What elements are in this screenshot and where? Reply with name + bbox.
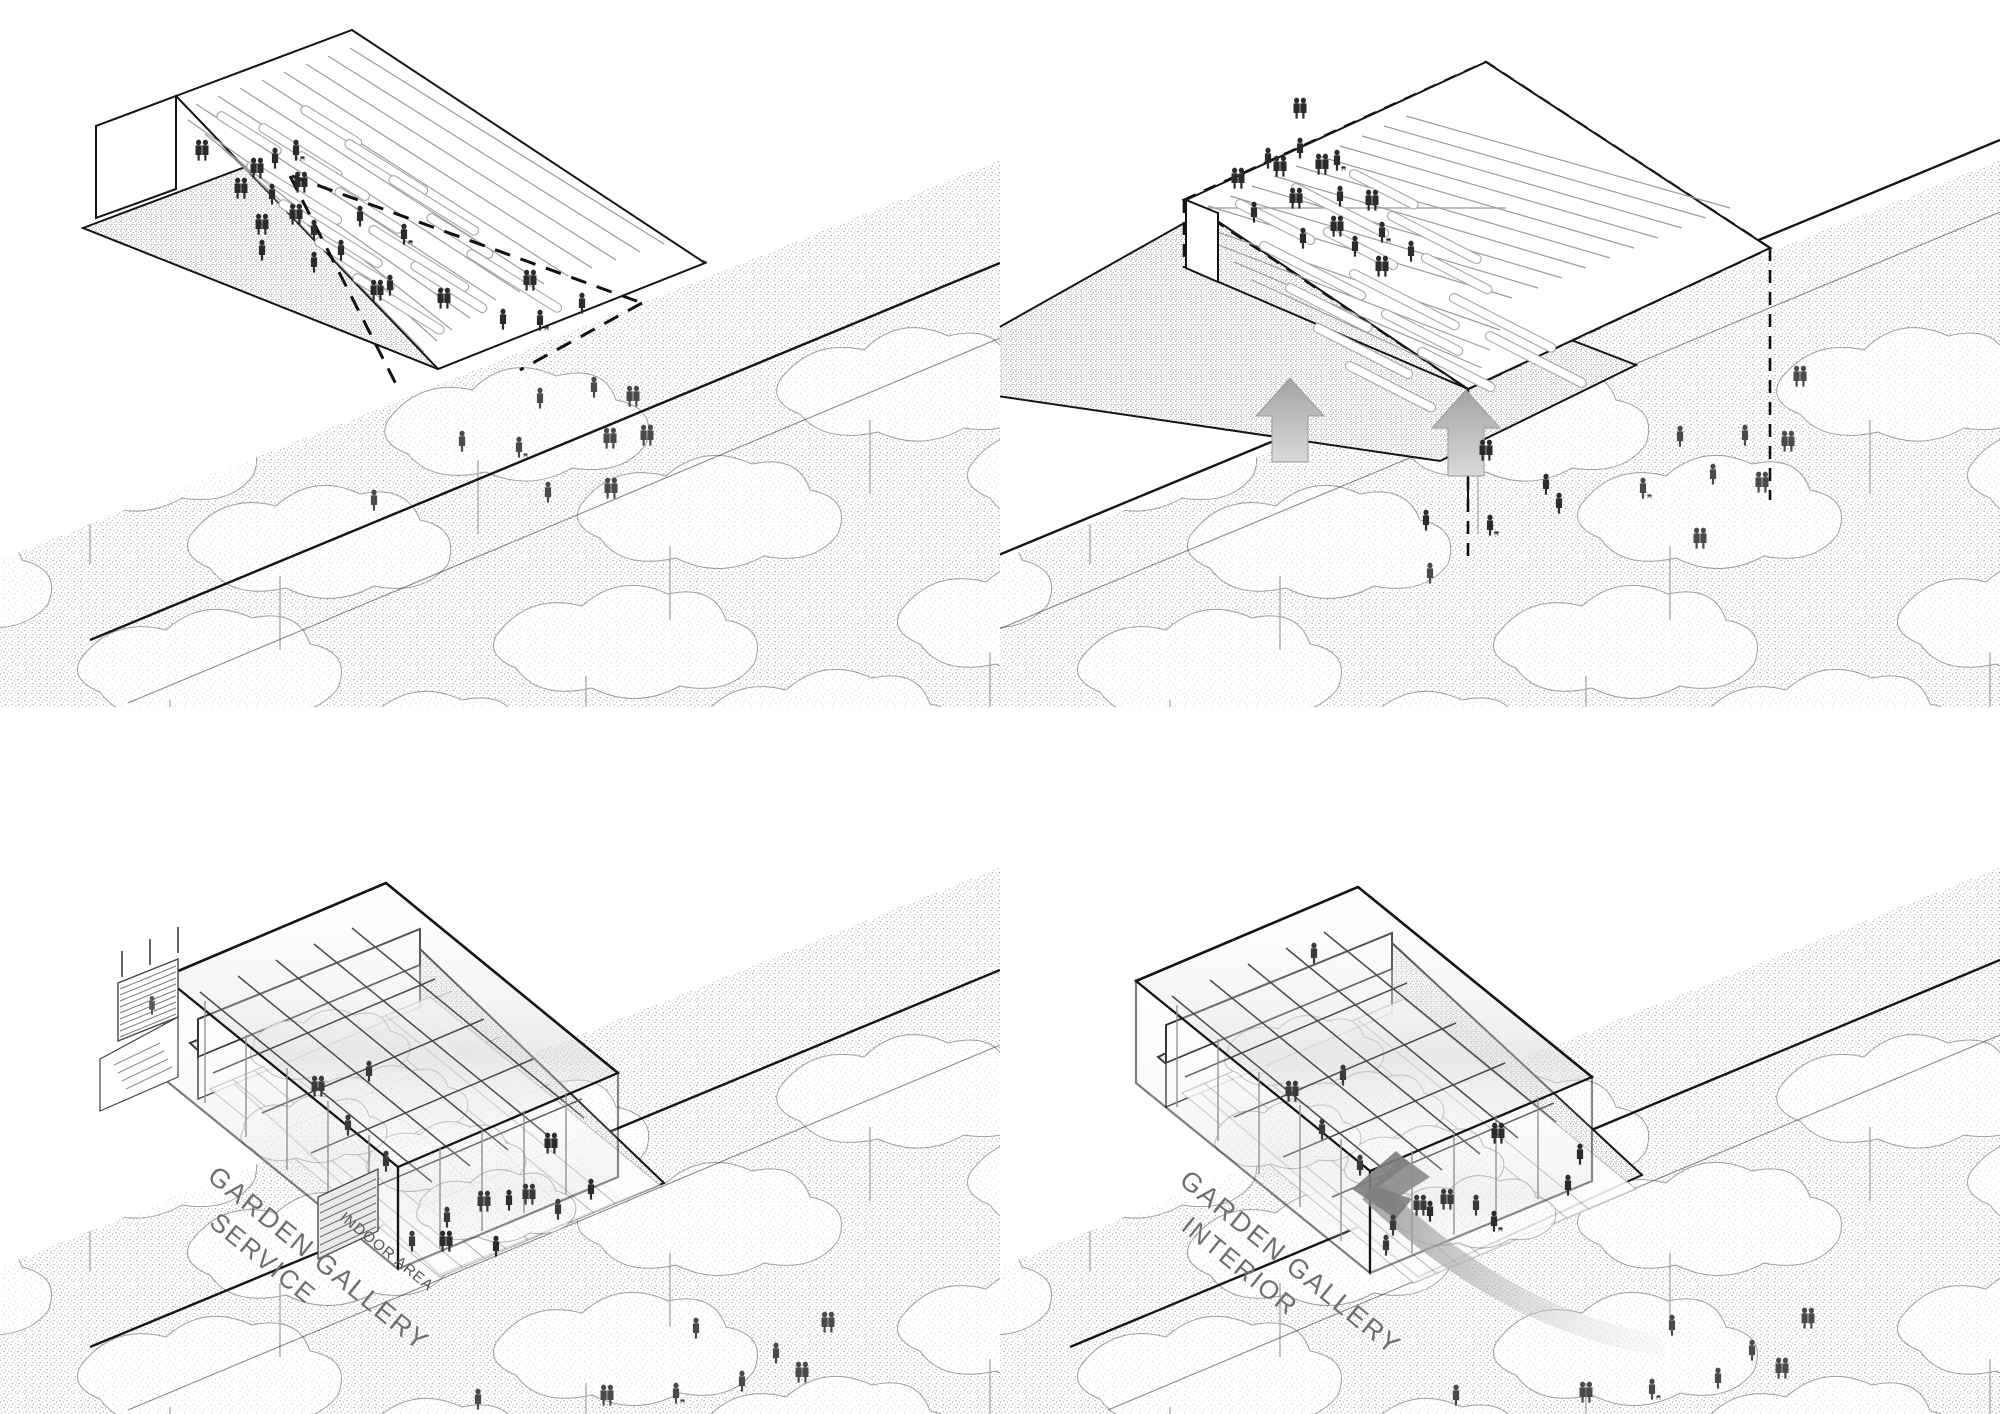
entry-recess — [317, 1167, 379, 1261]
extrusion-arrow-left — [1254, 377, 1326, 463]
circulation-arrow — [1352, 1151, 1668, 1357]
panel-pavilion-circulation: GARDEN GALLERY INTERIOR — [1000, 707, 2000, 1414]
boulevard-edges — [89, 261, 1000, 704]
panel-terraces-sightlines — [0, 0, 1000, 707]
terraced-seating-plane — [1183, 60, 1773, 500]
glass-pavilion — [1133, 885, 1637, 1284]
end-wall — [1185, 198, 1219, 284]
exterior-stair-core — [99, 927, 179, 1112]
sightline-projection — [288, 174, 643, 393]
panel-pavilion-program: GARDEN GALLERY SERVICE INDOOR AREA — [0, 707, 1000, 1414]
panel-volume-extrusion — [1000, 0, 2000, 707]
terraced-seating-plane — [95, 28, 708, 371]
